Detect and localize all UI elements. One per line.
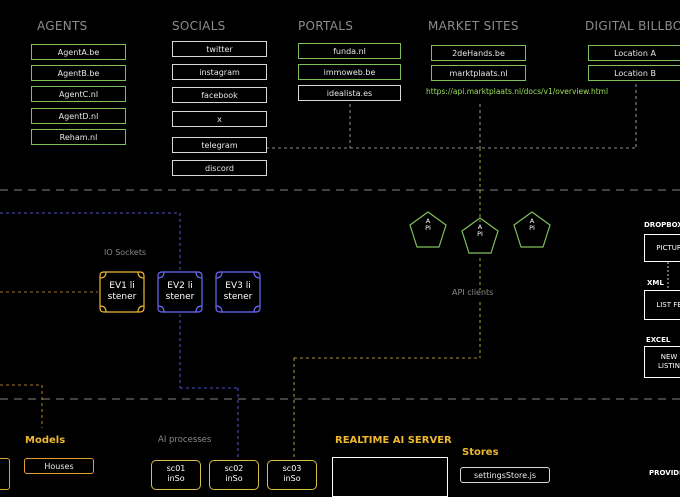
market-site-box[interactable]: marktplaats.nl: [431, 65, 526, 81]
social-box[interactable]: telegram: [172, 137, 267, 153]
portal-box[interactable]: funda.nl: [298, 43, 401, 59]
xml-label: XML: [647, 279, 664, 287]
excel-box-line2: LISTIN: [658, 362, 680, 370]
models-item-houses[interactable]: Houses: [24, 458, 94, 474]
listener-frame: [215, 271, 261, 313]
process-sc02[interactable]: sc02 inSo: [209, 460, 259, 490]
agents-header: AGENTS: [37, 19, 88, 33]
process-sub: inSo: [283, 474, 301, 483]
excel-label: EXCEL: [646, 336, 671, 344]
agent-box[interactable]: AgentB.be: [31, 65, 126, 81]
api-client-label: API: [477, 223, 483, 238]
models-label: Models: [25, 435, 66, 446]
pentagon-shape: [409, 211, 447, 248]
agent-box[interactable]: AgentD.nl: [31, 108, 126, 124]
listener-label: EV3 listener: [223, 281, 253, 302]
social-box[interactable]: discord: [172, 160, 267, 176]
ai-processes-label: AI processes: [158, 435, 212, 445]
portal-box[interactable]: immoweb.be: [298, 64, 401, 80]
xml-box-text: LIST FE: [656, 301, 680, 309]
ev3-listener[interactable]: EV3 listener: [214, 270, 262, 314]
api-clients-label: API clients: [452, 288, 494, 297]
market-api-url[interactable]: https://api.marktplaats.nl/docs/v1/overv…: [426, 87, 609, 96]
social-box[interactable]: x: [172, 111, 267, 127]
connector-lines: [0, 84, 680, 460]
process-id: sc02: [224, 464, 244, 473]
billboard-box[interactable]: Location A: [588, 45, 680, 61]
listener-label: EV2 listener: [165, 281, 195, 302]
agent-box[interactable]: Reham.nl: [31, 129, 126, 145]
social-box[interactable]: instagram: [172, 64, 267, 80]
listener-label: EV1 listener: [107, 281, 137, 302]
left-edge-box: [0, 458, 10, 490]
process-sub: inSo: [225, 474, 243, 483]
listener-frame: [99, 271, 145, 313]
ev1-listener[interactable]: EV1 listener: [98, 270, 146, 314]
excel-box[interactable]: NEW LISTIN: [644, 346, 680, 378]
stores-item[interactable]: settingsStore.js: [460, 467, 550, 483]
socials-header: SOCIALS: [172, 19, 226, 33]
billboards-header: DIGITAL BILLBOARD: [585, 19, 680, 33]
ev2-listener[interactable]: EV2 listener: [156, 270, 204, 314]
provide-label: PROVIDE: [649, 469, 680, 477]
process-sc03[interactable]: sc03 inSo: [267, 460, 317, 490]
realtime-server-label: REALTIME AI SERVER: [335, 435, 452, 446]
process-sub: inSo: [167, 474, 185, 483]
api-client-label: API: [425, 217, 431, 232]
excel-box-line1: NEW: [660, 353, 678, 361]
realtime-server-box[interactable]: [332, 457, 448, 497]
social-box[interactable]: twitter: [172, 41, 267, 57]
portals-header: PORTALS: [298, 19, 354, 33]
api-client[interactable]: API: [512, 210, 552, 250]
billboard-box[interactable]: Location B: [588, 65, 680, 81]
listener-frame: [157, 271, 203, 313]
api-client[interactable]: API: [408, 210, 448, 250]
api-client-label: API: [529, 217, 535, 232]
market-site-box[interactable]: 2deHands.be: [431, 45, 526, 61]
agent-box[interactable]: AgentA.be: [31, 44, 126, 60]
market-sites-header: MARKET SITES: [428, 19, 519, 33]
io-sockets-label: IO Sockets: [104, 248, 147, 257]
portal-box[interactable]: idealista.es: [298, 85, 401, 101]
dropbox-box[interactable]: PICTUR: [644, 234, 680, 262]
stores-label: Stores: [462, 447, 499, 458]
process-sc01[interactable]: sc01 inSo: [151, 460, 201, 490]
dropbox-box-text: PICTUR: [656, 244, 680, 252]
social-box[interactable]: facebook: [172, 87, 267, 103]
api-client[interactable]: API: [460, 216, 500, 256]
process-id: sc03: [282, 464, 302, 473]
pentagon-shape: [513, 211, 551, 248]
agent-box[interactable]: AgentC.nl: [31, 86, 126, 102]
dropbox-label: DROPBOX: [644, 221, 680, 229]
xml-box[interactable]: LIST FE: [644, 290, 680, 320]
pentagon-shape: [461, 217, 499, 254]
process-id: sc01: [166, 464, 186, 473]
